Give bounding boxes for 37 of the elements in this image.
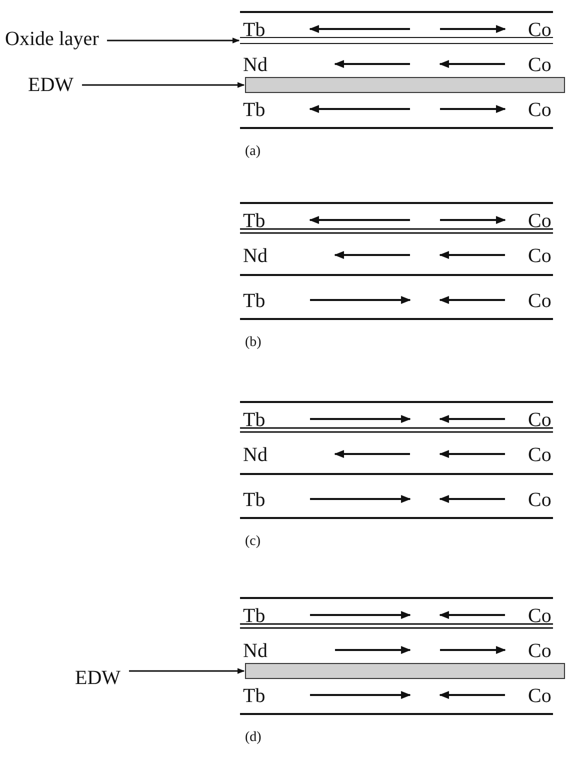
layer-label: Co <box>528 19 552 41</box>
domain-wall-bar <box>245 663 565 679</box>
layer-label: Co <box>528 640 552 662</box>
leader-arrow <box>129 668 245 674</box>
layer-label: Nd <box>243 444 268 466</box>
layer-label: Co <box>528 290 552 312</box>
callout-text: EDW <box>75 667 121 689</box>
layer-label: Co <box>528 605 552 627</box>
callout-text: Oxide layer <box>5 28 99 50</box>
panel-label: (a) <box>245 144 261 160</box>
layer-label: Tb <box>243 290 266 312</box>
panel-label: (d) <box>245 730 262 746</box>
layer-label: Co <box>528 444 552 466</box>
layer-label: Tb <box>243 99 266 121</box>
layer-label: Tb <box>243 605 266 627</box>
oxide-layer-line <box>240 37 553 44</box>
layer-label: Co <box>528 210 552 232</box>
layer-label: Tb <box>243 489 266 511</box>
layer-label: Tb <box>243 210 266 232</box>
layer-label: Co <box>528 685 552 707</box>
layer-label: Co <box>528 54 552 76</box>
layer-label: Co <box>528 245 552 267</box>
layer-label: Co <box>528 99 552 121</box>
layer-label: Nd <box>243 245 268 267</box>
layer-label: Tb <box>243 685 266 707</box>
layer-label: Nd <box>243 640 268 662</box>
leader-arrow <box>82 82 245 88</box>
layer-label: Tb <box>243 19 266 41</box>
layer-label: Co <box>528 409 552 431</box>
layer-label: Tb <box>243 409 266 431</box>
leader-arrow <box>107 38 240 44</box>
layer-label: Co <box>528 489 552 511</box>
panel-label: (b) <box>245 335 262 351</box>
callout-text: EDW <box>28 74 74 96</box>
panel-label: (c) <box>245 534 261 550</box>
layer-label: Nd <box>243 54 268 76</box>
domain-wall-bar <box>245 77 565 93</box>
